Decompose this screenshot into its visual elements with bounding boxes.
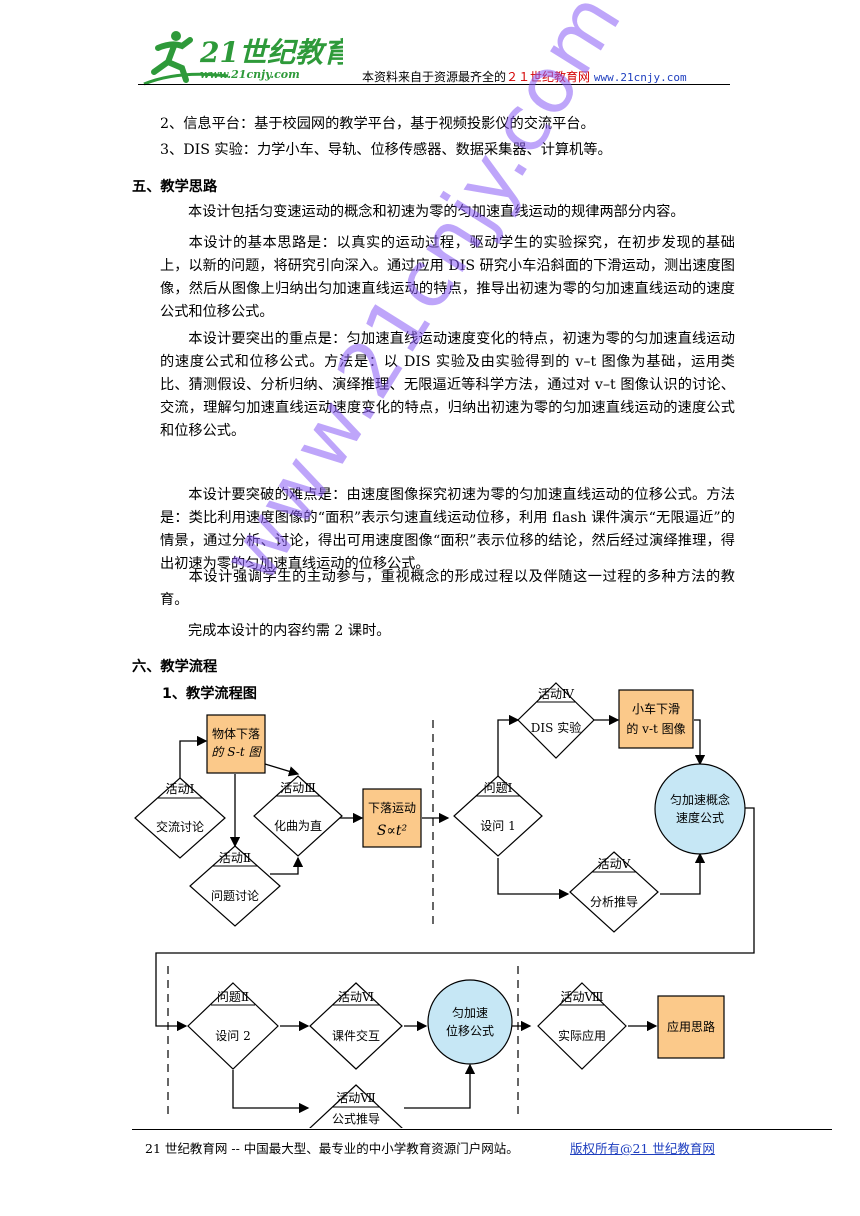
svg-text:位移公式: 位移公式 xyxy=(446,1023,494,1038)
svg-text:设问 2: 设问 2 xyxy=(215,1029,250,1043)
svg-text:课件交互: 课件交互 xyxy=(332,1028,380,1043)
svg-text:小车下滑: 小车下滑 xyxy=(632,701,680,716)
paragraph: 本设计的基本思路是：以真实的运动过程，驱动学生的实验探究，在初步发现的基础上，以… xyxy=(160,235,735,320)
item-3: 3、DIS 实验：力学小车、导轨、位移传感器、数据采集器、计算机等。 xyxy=(160,142,612,158)
svg-text:活动Ⅶ: 活动Ⅶ xyxy=(336,1091,376,1105)
svg-text:活动Ⅵ: 活动Ⅵ xyxy=(338,990,374,1004)
item-2: 2、信息平台：基于校园网的教学平台，基于视频投影仪的交流平台。 xyxy=(160,116,595,132)
header-divider xyxy=(138,84,730,85)
logo-text: 21世纪教育 xyxy=(199,36,343,69)
svg-text:设问 1: 设问 1 xyxy=(480,819,515,833)
svg-text:DIS 实验: DIS 实验 xyxy=(531,720,581,735)
footer-copyright-link[interactable]: 版权所有@21 世纪教育网 xyxy=(570,1141,715,1156)
footer-text: 21 世纪教育网 -- 中国最大型、最专业的中小学教育资源门户网站。 xyxy=(145,1141,519,1156)
svg-text:问题Ⅰ: 问题Ⅰ xyxy=(484,781,513,795)
section-heading-5: 五、教学思路 xyxy=(132,179,218,195)
svg-text:化曲为直: 化曲为直 xyxy=(274,819,322,833)
displacement-formula-circle xyxy=(427,979,513,1065)
header-note: 本资料来自于资源最齐全的２１世纪教育网 www.21cnjy.com xyxy=(362,70,687,84)
svg-text:的 v-t 图像: 的 v-t 图像 xyxy=(626,721,685,736)
svg-text:活动Ⅴ: 活动Ⅴ xyxy=(598,857,631,871)
activity-2-diamond xyxy=(189,845,281,927)
site-logo: 21世纪教育 www.21cnjy.com xyxy=(138,26,356,88)
activity-1-diamond xyxy=(134,777,226,859)
falling-motion-box xyxy=(362,788,422,848)
svg-text:物体下落: 物体下落 xyxy=(212,727,260,741)
svg-text:活动Ⅱ: 活动Ⅱ xyxy=(219,851,251,865)
paragraph: 本设计包括匀变速运动的概念和初速为零的匀加速直线运动的规律两部分内容。 xyxy=(188,204,685,220)
paragraph: 本设计要突破的难点是：由速度图像探究初速为零的匀加速直线运动的位移公式。方法是：… xyxy=(160,487,735,572)
footer-divider xyxy=(132,1129,832,1130)
svg-text:公式推导: 公式推导 xyxy=(332,1112,380,1126)
svg-text:的 S-t 图: 的 S-t 图 xyxy=(211,745,262,759)
cart-vt-graph-box xyxy=(618,689,694,749)
falling-st-graph-box xyxy=(206,714,266,774)
svg-text:实际应用: 实际应用 xyxy=(558,1028,606,1043)
header-url-link[interactable]: www.21cnjy.com xyxy=(593,71,687,84)
svg-text:分析推导: 分析推导 xyxy=(590,895,638,909)
svg-text:问题Ⅱ: 问题Ⅱ xyxy=(217,990,249,1004)
svg-text:速度公式: 速度公式 xyxy=(676,810,724,825)
svg-text:下落运动: 下落运动 xyxy=(368,801,416,815)
svg-text:活动Ⅳ: 活动Ⅳ xyxy=(538,687,575,701)
section-heading-6: 六、教学流程 xyxy=(132,659,218,675)
paragraph: 完成本设计的内容约需 2 课时。 xyxy=(188,623,391,639)
svg-text:活动Ⅲ: 活动Ⅲ xyxy=(280,781,316,795)
svg-text:活动Ⅰ: 活动Ⅰ xyxy=(166,782,195,796)
svg-text:应用思路: 应用思路 xyxy=(667,1019,715,1034)
svg-text:问题讨论: 问题讨论 xyxy=(211,889,259,903)
question-2-diamond xyxy=(187,982,279,1070)
paragraph: 本设计要突出的重点是：匀加速直线运动速度变化的特点，初速为零的匀加速直线运动的速… xyxy=(160,331,735,439)
paragraph: 本设计强调学生的主动参与，重视概念的形成过程以及伴随这一过程的多种方法的教育。 xyxy=(160,569,735,608)
logo-url: www.21cnjy.com xyxy=(200,68,300,81)
acceleration-concept-circle xyxy=(654,763,746,855)
svg-text:匀加速: 匀加速 xyxy=(452,1006,488,1020)
svg-text:匀加速概念: 匀加速概念 xyxy=(670,792,730,807)
runner-icon xyxy=(143,31,229,86)
svg-text:交流讨论: 交流讨论 xyxy=(156,819,204,834)
sub-heading: 1、教学流程图 xyxy=(162,686,257,702)
svg-text:活动Ⅷ: 活动Ⅷ xyxy=(561,990,604,1004)
svg-text:S∝t²: S∝t² xyxy=(377,823,408,839)
header-site-link[interactable]: ２１世纪教育网 xyxy=(506,70,591,84)
application-ideas-box xyxy=(657,995,725,1059)
teaching-flowchart: 活动Ⅰ 交流讨论 物体下落 的 S-t 图 活动Ⅱ 问题讨论 活动Ⅲ 化曲为直 … xyxy=(120,678,760,1172)
